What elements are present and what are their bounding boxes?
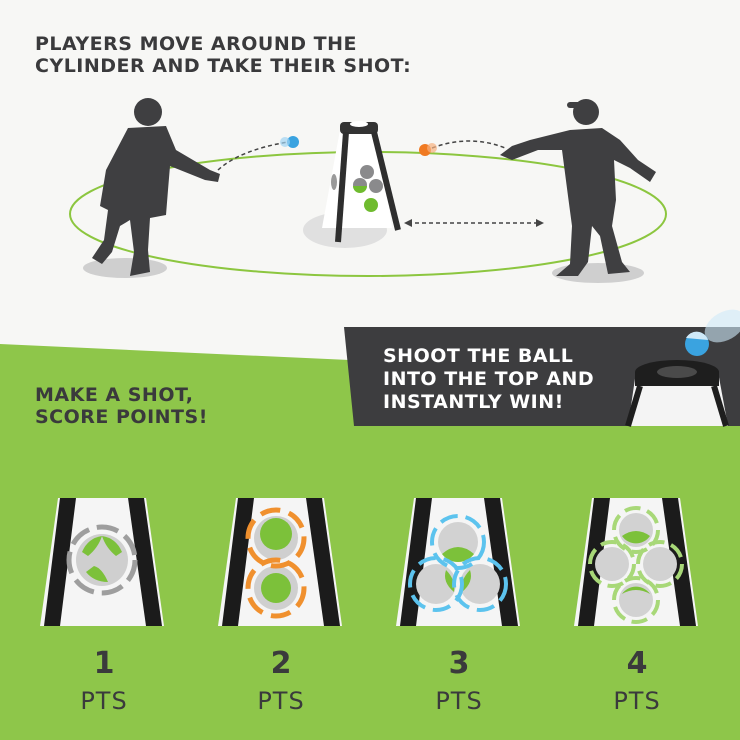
- points-value-1: 1: [93, 646, 115, 681]
- top-heading-line2: CYLINDER AND TAKE THEIR SHOT:: [35, 55, 412, 77]
- top-heading: PLAYERS MOVE AROUND THE CYLINDER AND TAK…: [35, 33, 455, 77]
- scoring-heading-line1: MAKE A SHOT,: [35, 384, 194, 406]
- instant-win-text: SHOOT THE BALL INTO THE TOP AND INSTANTL…: [383, 345, 643, 414]
- points-value-3: 3: [448, 646, 470, 681]
- top-heading-line1: PLAYERS MOVE AROUND THE: [35, 33, 357, 55]
- left-player-silhouette: [92, 98, 220, 276]
- scoring-heading: MAKE A SHOT, SCORE POINTS!: [35, 384, 295, 428]
- points-value-4: 4: [626, 646, 648, 681]
- right-player-silhouette: [500, 99, 656, 276]
- card-4-point-target: [574, 498, 698, 626]
- banner-line2: INTO THE TOP AND: [383, 368, 595, 390]
- banner-line3: INSTANTLY WIN!: [383, 391, 564, 413]
- card-2-point-target: [218, 498, 342, 626]
- falling-ball-icon: [685, 309, 740, 356]
- banner-line1: SHOOT THE BALL: [383, 345, 574, 367]
- points-label-3: PTS: [435, 687, 483, 715]
- points-label-4: PTS: [613, 687, 661, 715]
- blue-ball-icon: [287, 136, 299, 148]
- target-cylinder-icon: [322, 121, 401, 243]
- cylinder-top-icon: [625, 360, 729, 427]
- card-1-point-target: [40, 498, 164, 626]
- points-label-2: PTS: [257, 687, 305, 715]
- card-3-point-target: [396, 498, 520, 626]
- scoring-heading-line2: SCORE POINTS!: [35, 406, 208, 428]
- points-label-1: PTS: [80, 687, 128, 715]
- players-illustration: [69, 98, 667, 283]
- points-value-2: 2: [270, 646, 292, 681]
